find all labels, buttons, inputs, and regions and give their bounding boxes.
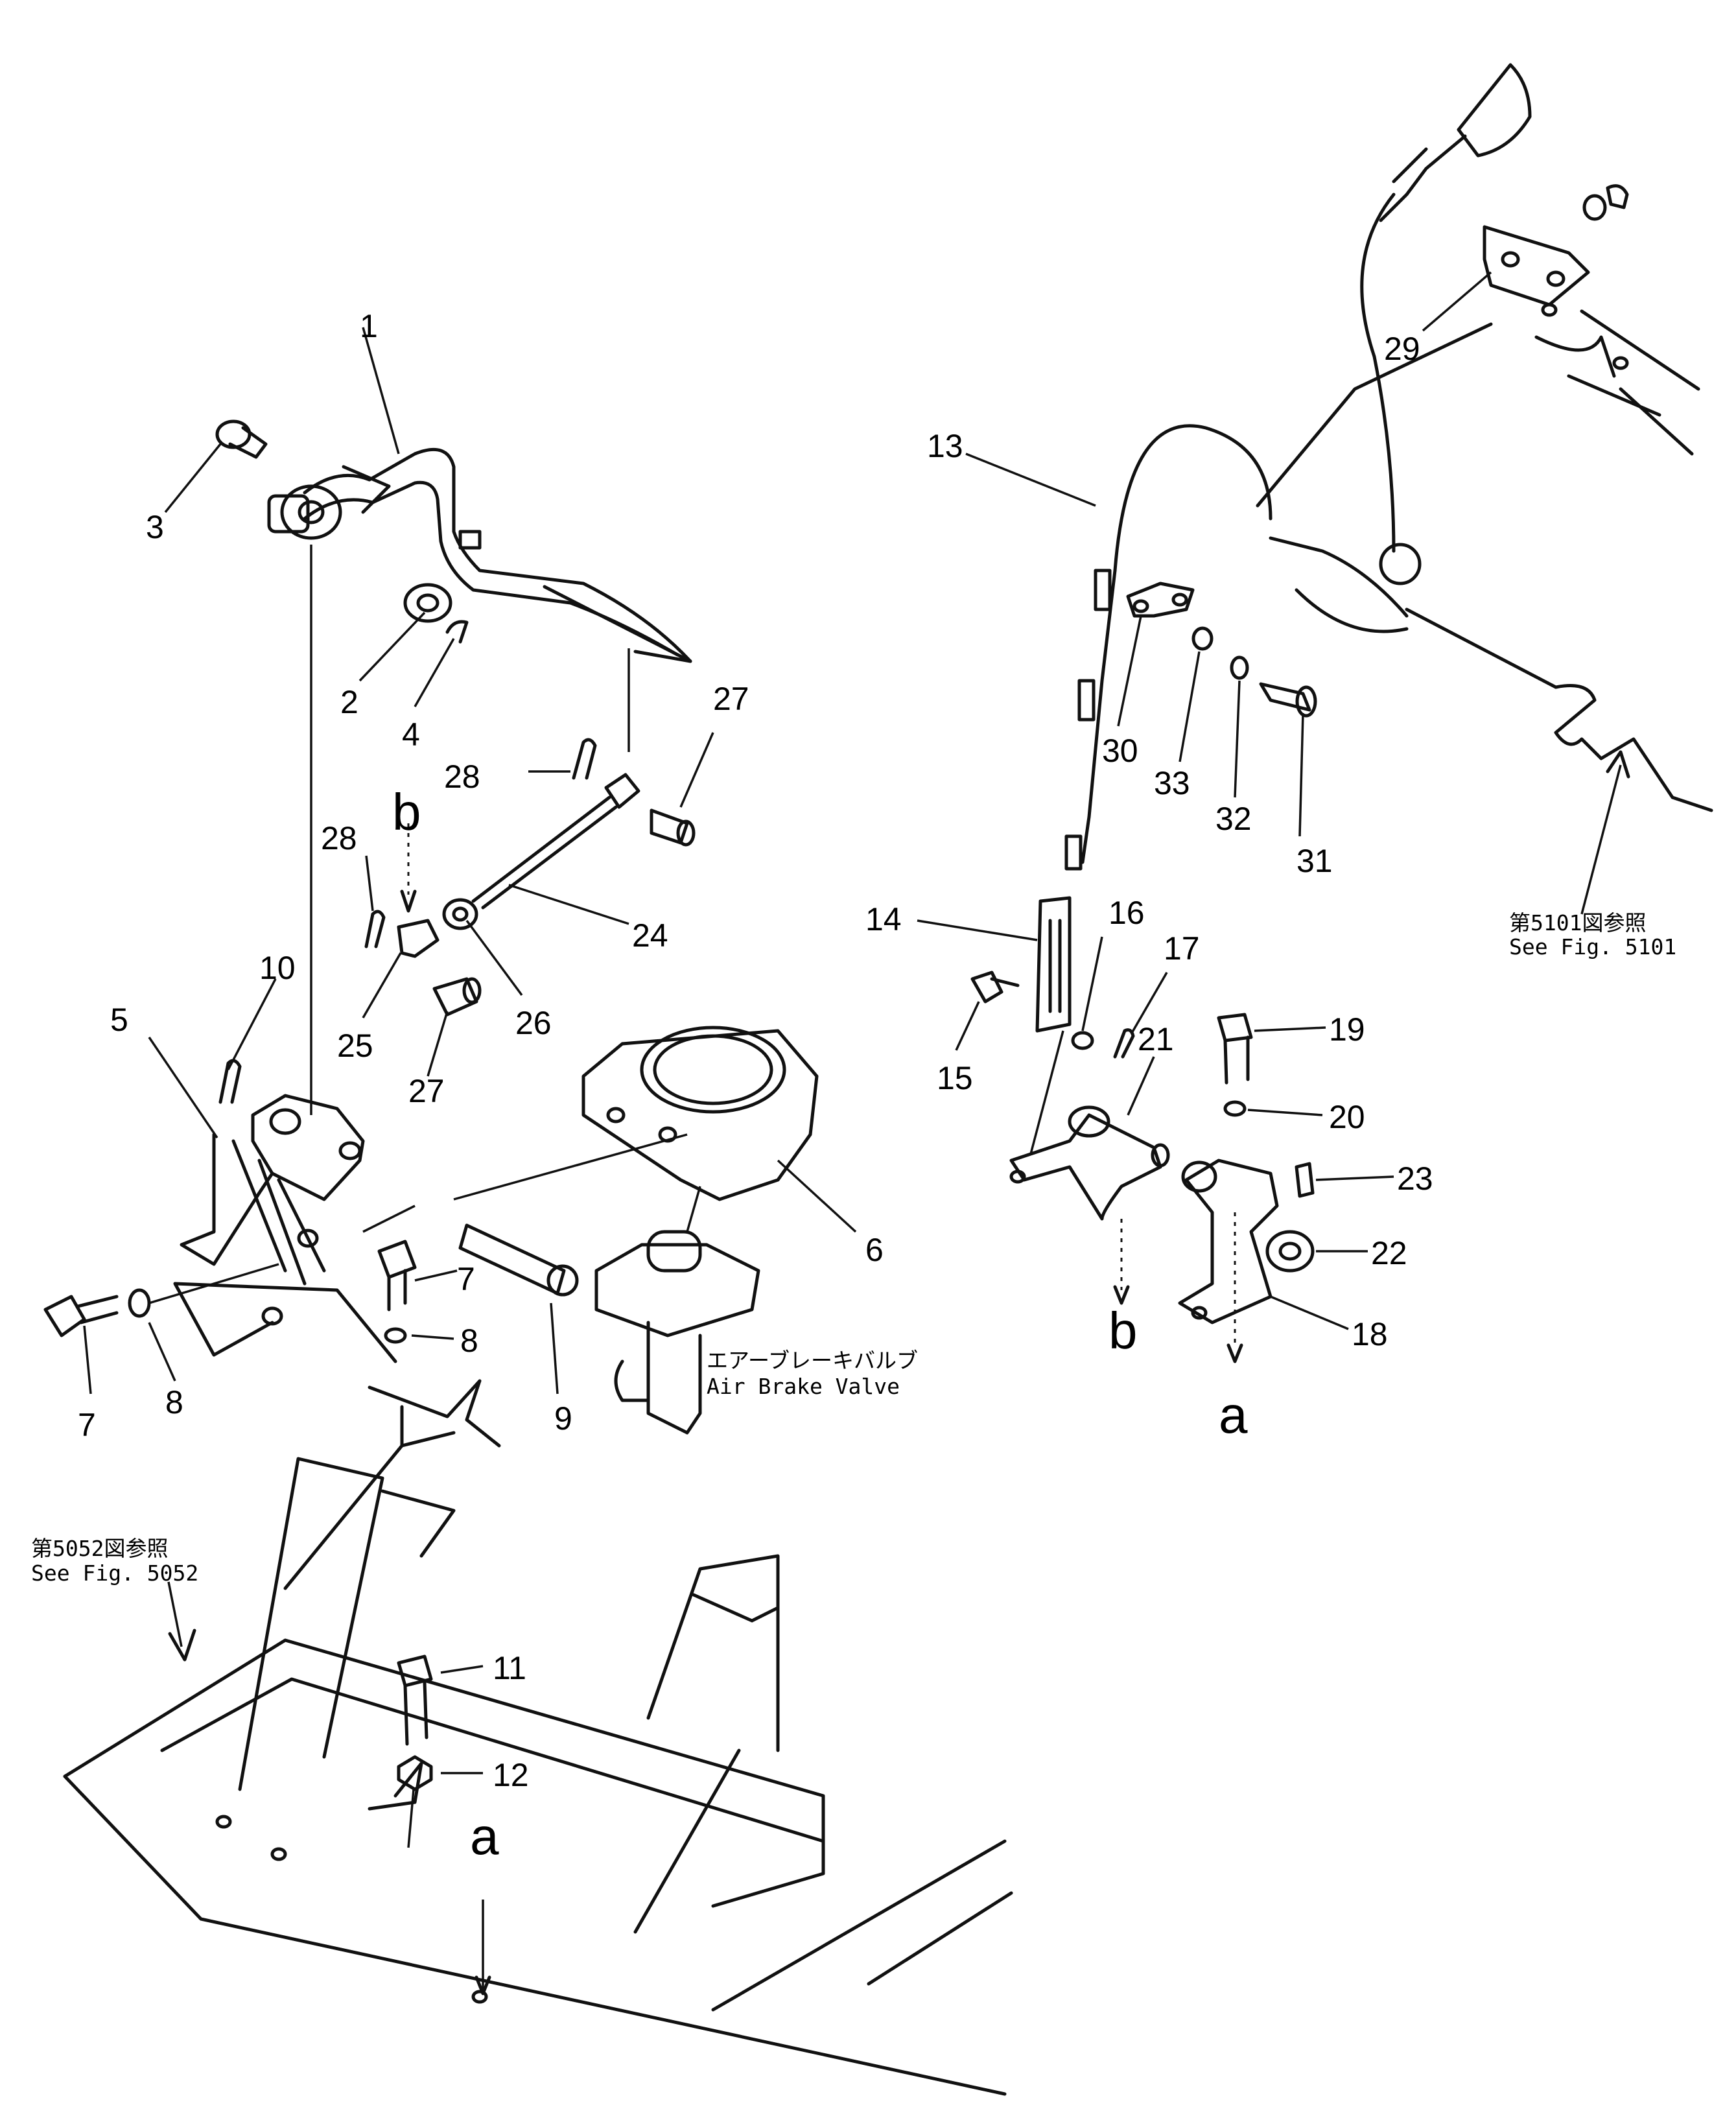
callout-22: 22 xyxy=(1371,1235,1407,1271)
bolt-31 xyxy=(1259,682,1317,718)
pin-9 xyxy=(458,1223,579,1297)
callout-31: 31 xyxy=(1296,843,1333,879)
callout-24: 24 xyxy=(632,917,668,954)
callout-3: 3 xyxy=(146,509,164,545)
callout-23: 23 xyxy=(1397,1160,1433,1197)
washer-8-upper xyxy=(384,1327,407,1344)
cotter-pin-10 xyxy=(218,1059,242,1104)
callout-12: 12 xyxy=(493,1757,529,1793)
bushing-2 xyxy=(403,583,452,623)
cotter-pin-4 xyxy=(445,620,469,644)
callout-1: 1 xyxy=(360,308,378,344)
note-fig5052-jp: 第5052図参照 xyxy=(31,1536,168,1561)
bracket-18 xyxy=(1178,1159,1279,1324)
callout-7-lower: 7 xyxy=(78,1407,96,1443)
frame xyxy=(63,1379,1013,2096)
washer-20 xyxy=(1223,1100,1247,1117)
arrow-label-b-top: b xyxy=(392,783,421,841)
yoke-25 xyxy=(397,919,440,958)
callout-13: 13 xyxy=(927,428,963,464)
washer-33 xyxy=(1191,626,1214,651)
clamp-30 xyxy=(1126,582,1195,618)
callout-28-top: 28 xyxy=(444,759,480,795)
callout-21: 21 xyxy=(1138,1021,1174,1057)
bushing-22 xyxy=(1265,1230,1315,1273)
rod-24 xyxy=(471,773,640,910)
nut-26 xyxy=(442,898,478,930)
callout-27-lower: 27 xyxy=(408,1073,445,1109)
callout-8-upper: 8 xyxy=(460,1323,478,1359)
arrow-label-a-right: a xyxy=(1219,1386,1248,1444)
bolt-15 xyxy=(970,971,1020,1004)
callout-16: 16 xyxy=(1108,895,1145,931)
callout-32: 32 xyxy=(1215,801,1252,837)
clevis-pin-27-lower xyxy=(432,977,482,1017)
pedal-lever xyxy=(267,447,692,663)
note-air-brake-jp: エアーブレーキバルブ xyxy=(707,1348,918,1373)
callout-26: 26 xyxy=(515,1005,552,1041)
callout-15: 15 xyxy=(937,1060,973,1096)
bolt-3 xyxy=(215,419,268,459)
lever-21 xyxy=(1009,1030,1170,1221)
bolt-7-upper xyxy=(377,1240,417,1312)
callout-19: 19 xyxy=(1329,1011,1365,1048)
pin-23 xyxy=(1295,1162,1315,1198)
washer-32 xyxy=(1230,655,1249,680)
control-cable xyxy=(1360,193,1396,553)
callout-6: 6 xyxy=(865,1232,884,1268)
bolt-7-lower xyxy=(43,1295,119,1337)
washer-8-lower xyxy=(128,1288,151,1318)
cable-13 xyxy=(1064,424,1273,871)
air-brake-valve xyxy=(594,1186,760,1435)
bracket-5 xyxy=(173,1094,397,1363)
arrow-label-a-bottom: a xyxy=(470,1807,499,1865)
leader-lines xyxy=(83,271,1622,1774)
callout-28-lower: 28 xyxy=(321,820,357,856)
callout-20: 20 xyxy=(1329,1099,1365,1135)
callout-numbers: 1 2 3 4 5 6 7 7 8 8 9 10 11 12 13 14 15 … xyxy=(78,308,1433,1793)
cover-plate xyxy=(1256,303,1713,812)
callout-33: 33 xyxy=(1154,765,1190,801)
cotter-pin-28-top xyxy=(572,738,597,780)
callout-14: 14 xyxy=(865,901,902,937)
callout-8-lower: 8 xyxy=(165,1384,183,1420)
clevis-pin-27-top xyxy=(650,808,696,847)
note-fig5101-en: See Fig. 5101 xyxy=(1509,934,1676,959)
bracket-29 xyxy=(1483,184,1629,307)
callout-2: 2 xyxy=(340,684,358,720)
callout-25: 25 xyxy=(337,1028,373,1064)
callout-18: 18 xyxy=(1352,1316,1388,1352)
note-fig5101-jp: 第5101図参照 xyxy=(1509,910,1646,935)
callout-17: 17 xyxy=(1164,930,1200,967)
callout-4: 4 xyxy=(402,716,420,753)
cotter-pin-28-lower xyxy=(364,910,386,948)
callout-7-upper: 7 xyxy=(457,1261,475,1297)
bracket-6 xyxy=(581,1026,819,1201)
nut-12 xyxy=(397,1755,433,1791)
bolt-19 xyxy=(1217,1013,1253,1085)
callout-5: 5 xyxy=(110,1002,128,1038)
callout-27-top: 27 xyxy=(713,681,749,717)
cotter-pin-17 xyxy=(1113,1028,1135,1059)
callout-9: 9 xyxy=(554,1400,572,1437)
note-fig5052-en: See Fig. 5052 xyxy=(31,1560,198,1586)
control-knob xyxy=(1379,63,1532,222)
note-air-brake-en: Air Brake Valve xyxy=(707,1374,900,1399)
arrow-label-b-bottom: b xyxy=(1108,1302,1138,1359)
callout-30: 30 xyxy=(1102,733,1138,769)
lever-14 xyxy=(1035,896,1072,1033)
callout-10: 10 xyxy=(259,950,296,986)
bolt-11 xyxy=(397,1654,433,1746)
callout-11: 11 xyxy=(493,1650,526,1686)
washer-16 xyxy=(1071,1031,1094,1050)
callout-29: 29 xyxy=(1384,331,1420,367)
